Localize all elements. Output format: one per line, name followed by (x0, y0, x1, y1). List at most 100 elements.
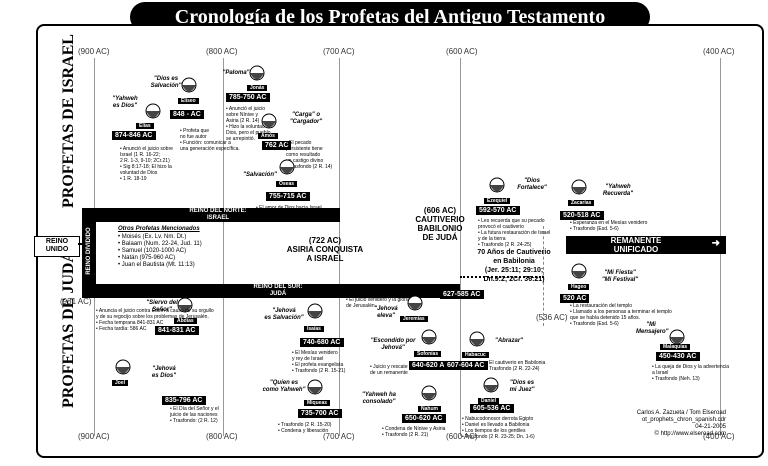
quote-nahum: "Yahweh ha consolado" (362, 392, 396, 405)
notes-jeremias: • Conocido como el profeta llorón • El j… (346, 285, 410, 309)
name-jeremias: Jeremías (400, 316, 428, 322)
name-elias: Elías (136, 123, 154, 129)
notes-elias: • Anunció el juicio sobre Israel (1 R. 1… (120, 146, 173, 182)
date-malaquias: 450-430 AC (656, 352, 700, 361)
date-oseas: 755-715 AC (266, 192, 310, 201)
notes-sofonias: • Juicio y rescate de un remanente (370, 364, 408, 376)
name-sofonias: Sofonías (414, 351, 442, 357)
quote-daniel: "Dios es mi Juez" (509, 380, 535, 393)
name-abdias: Abdías (174, 318, 197, 324)
name-zacarias: Zacarías (568, 200, 595, 206)
notes-zacarias: • Esperanza en el Mesías venidero • Tras… (570, 220, 648, 232)
year-536: (536 AC) (536, 313, 568, 322)
notes-miqueas: • Trasfondo (2 R. 15-20) • Condena y lib… (278, 422, 332, 434)
date-abdias: 841-831 AC (155, 326, 199, 335)
date-sofonias: 640-620 AC (409, 361, 453, 370)
prophet-jonas-icon (249, 65, 265, 81)
year-top-400: (400 AC) (703, 47, 735, 56)
date-amos: 762 AC (262, 141, 292, 150)
quote-hageo: "Mi Fiesta" "Mi Festival" (601, 270, 639, 283)
prophet-abdias-icon (177, 297, 193, 313)
year-bottom-700: (700 AC) (323, 432, 355, 441)
side-label-juda: PROFETAS DE JUDÁ (60, 250, 77, 408)
quote-jeremias: "Jehová eleva" (374, 306, 398, 319)
quote-elias: "Yahweh es Dios" (112, 96, 138, 109)
year-bottom-600: (600 AC) (446, 432, 478, 441)
credits: Carlos A. Zazueta / Tom Elseroad ot_prop… (636, 410, 726, 437)
prophet-zacarias-icon (571, 179, 587, 195)
event-asiria: (722 AC) ASIRIA CONQUISTA A ISRAEL (286, 236, 364, 263)
date-isaias: 740-680 AC (300, 338, 344, 347)
notes-oseas: • El amor de Dios hacia Israel (256, 205, 322, 211)
date-jonas: 785-750 AC (226, 93, 270, 102)
date-zacarias: 520-518 AC (560, 211, 604, 220)
prophet-malaquias-icon (669, 329, 685, 345)
year-top-600: (600 AC) (446, 47, 478, 56)
quote-malaquias: "Mi Mensajero" (636, 322, 669, 335)
quote-habacuc: "Abrazar" (494, 338, 524, 344)
notes-joel: • El Día del Señor y el juicio de las na… (170, 406, 219, 424)
notes-daniel: • Nabucodonosor derrota Egipto • Daniel … (462, 416, 535, 440)
name-oseas: Oseas (276, 181, 298, 187)
name-miqueas: Miqueas (304, 400, 331, 406)
quote-joel: "Jehová es Dios" (151, 366, 177, 379)
line-600 (460, 58, 461, 436)
prophet-jeremias-icon (407, 295, 423, 311)
prophet-amos-icon (261, 113, 277, 129)
prophet-miqueas-icon (307, 379, 323, 395)
arrow-right-icon: ➜ (711, 238, 720, 249)
name-nahum: Nahum (418, 406, 441, 412)
prophet-nahum-icon (421, 385, 437, 401)
quote-zacarias: "Yahweh Recuerda" (602, 184, 634, 197)
name-daniel: Daniel (478, 398, 500, 404)
band-reino-unido: REINO UNIDO (34, 236, 80, 257)
name-ezequiel: Ezequiel (484, 198, 511, 204)
line-800 (223, 58, 224, 436)
date-daniel: 605-536 AC (470, 404, 514, 413)
prophet-eliseo-icon (181, 77, 197, 93)
year-top-900: (900 AC) (78, 47, 110, 56)
event-setenta: 70 Años de Cautiverio en Babilonia (Jer.… (477, 249, 551, 283)
year-bottom-400: (400 AC) (703, 432, 735, 441)
name-eliseo: Eliseo (178, 98, 199, 104)
prophet-habacuc-icon (469, 331, 485, 347)
connector (78, 243, 84, 245)
name-habacuc: Habacuc (462, 352, 489, 358)
date-miqueas: 735-700 AC (298, 409, 342, 418)
date-ezequiel: 592-570 AC (476, 206, 520, 215)
notes-abdias: • Anuncia el juicio contra Edom a causa … (96, 308, 214, 332)
quote-oseas: "Salvación" (243, 172, 277, 178)
notes-ezequiel: • Les recuerda que su pecado provocó el … (478, 218, 551, 248)
date-nahum: 650-620 AC (402, 414, 446, 423)
date-hageo: 520 AC (560, 294, 590, 303)
prophet-sofonias-icon (421, 329, 437, 345)
name-joel: Joel (112, 380, 129, 386)
year-bottom-800: (800 AC) (206, 432, 238, 441)
date-elias: 874-846 AC (112, 131, 156, 140)
year-bottom-900: (900 AC) (78, 432, 110, 441)
date-joel: 835-796 AC (162, 396, 206, 405)
prophet-daniel-icon (483, 377, 499, 393)
quote-ezequiel: "Dios Fortalece" (517, 178, 547, 191)
name-malaquias: Malaquías (660, 344, 691, 350)
year-top-800: (800 AC) (206, 47, 238, 56)
notes-nahum: • Condena de Nínive y Asiria • Trasfondo… (382, 426, 446, 438)
band-remanente-label: REMANENTE UNIFICADO (610, 236, 662, 254)
quote-amos: "Carga" o "Cargador" (289, 112, 323, 125)
prophet-oseas-icon (279, 159, 295, 175)
prophet-elias-icon (145, 103, 161, 119)
otros-list: • Moisés (Ex. Lv. Nm. Dt.) • Balaam (Num… (118, 234, 202, 268)
line-700 (339, 58, 340, 436)
notes-habacuc: • El cautiverio en Babilonia • Trasfondo… (486, 360, 546, 372)
quote-miqueas: "Quien es como Yahweh" (262, 380, 306, 393)
band-reino-norte: REINO DEL NORTE: ISRAEL (96, 208, 340, 222)
notes-malaquias: • La queja de Dios y la advertencia a Is… (652, 364, 730, 382)
band-reino-dividido-label: REINO DIVIDIDO (86, 227, 92, 275)
name-jonas: Jonás (247, 85, 268, 91)
notes-eliseo: • Profeta que no fue autor • Función: co… (180, 128, 240, 152)
notes-isaias: • El Mesías venidero y rey de Israel • E… (292, 350, 346, 374)
quote-jonas: "Paloma" (222, 70, 250, 76)
prophet-joel-icon (115, 359, 131, 375)
quote-sofonias: "Escondido por Jehová" (370, 338, 416, 351)
band-reino-sur: REINO DEL SUR: JUDÁ (96, 284, 460, 298)
